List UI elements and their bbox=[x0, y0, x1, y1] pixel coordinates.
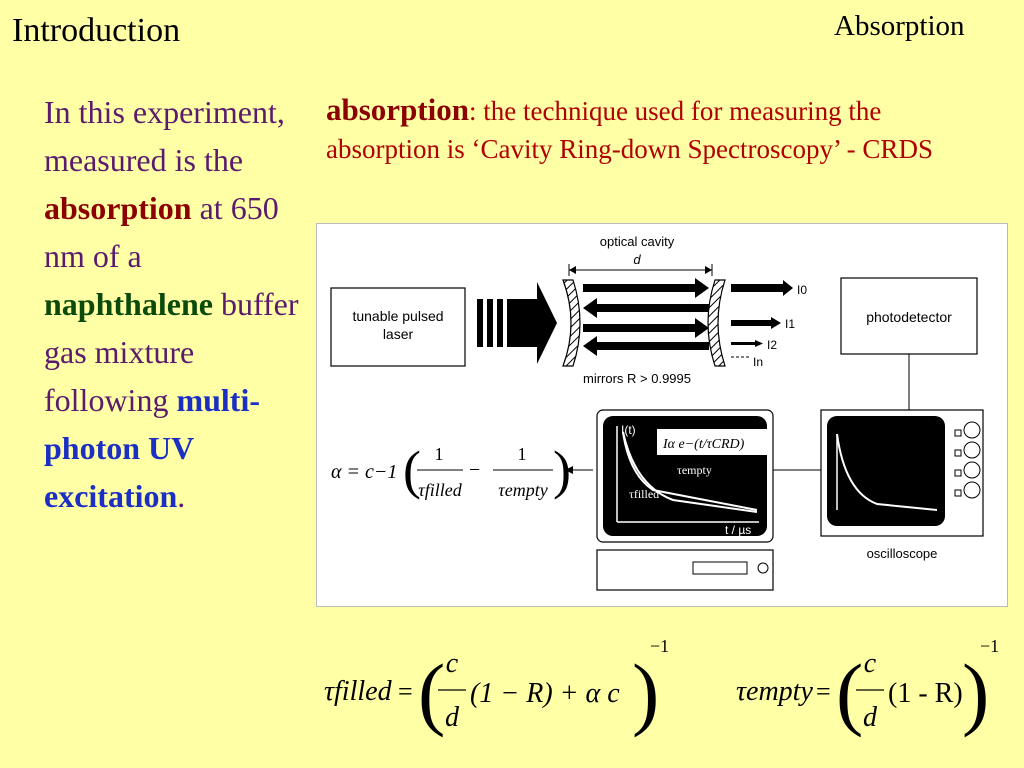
keyword-excitation: multi-photon UV excitation bbox=[44, 382, 260, 514]
section-label: Absorption bbox=[834, 10, 965, 42]
laser-label-1: tunable pulsed bbox=[352, 308, 443, 324]
plot-formula: Iα e−(t/τCRD) bbox=[662, 437, 745, 452]
intensity-I1: I1 bbox=[785, 317, 795, 331]
keyword-naphthalene: naphthalene bbox=[44, 286, 213, 322]
intro-text-3: buffer gas mixture following bbox=[44, 286, 299, 418]
output-beams bbox=[731, 280, 793, 358]
intensity-I0: I0 bbox=[797, 283, 807, 297]
crds-setup-figure: tunable pulsed laser optical cavity d mi… bbox=[316, 223, 1008, 607]
oscilloscope-screen bbox=[827, 416, 945, 526]
cavity-label: optical cavity bbox=[600, 234, 675, 249]
tau-empty-term: (1 - R) bbox=[888, 678, 963, 709]
frac1-denominator: τfilled bbox=[418, 480, 462, 500]
frac1-numerator: 1 bbox=[435, 444, 444, 464]
tau-filled-close-paren: ) bbox=[632, 647, 659, 738]
keyword-absorption-heading: absorption bbox=[326, 92, 469, 127]
oscilloscope-label: oscilloscope bbox=[867, 546, 938, 561]
intro-text-1: In this experiment, measured is the bbox=[44, 94, 285, 178]
crds-description-text: : the technique used for measuring the a… bbox=[326, 96, 933, 165]
left-mirror bbox=[562, 279, 581, 367]
crds-description: absorption: the technique used for measu… bbox=[326, 88, 998, 169]
tau-filled-open-paren: ( bbox=[418, 647, 445, 738]
tau-empty-lhs: τempty bbox=[736, 676, 813, 707]
cavity-length-label: d bbox=[633, 252, 641, 267]
decay-curve-filled bbox=[622, 431, 758, 511]
plot-y-label: I(t) bbox=[621, 423, 636, 437]
mirrors-label: mirrors R > 0.9995 bbox=[583, 371, 691, 386]
laser-box bbox=[330, 287, 466, 367]
intro-paragraph: In this experiment, measured is the abso… bbox=[44, 88, 306, 520]
oscilloscope-trace bbox=[836, 433, 938, 511]
tau-filled-equals: = bbox=[398, 677, 413, 706]
photodetector-label: photodetector bbox=[866, 309, 952, 325]
tau-filled-equation-svg: τfilled = ( c d (1 − R) + α c ) −1 bbox=[324, 636, 669, 738]
plot-x-label: t / µs bbox=[725, 523, 751, 537]
disk-drive bbox=[692, 561, 748, 575]
frac2-numerator: 1 bbox=[518, 444, 527, 464]
tau-filled-label: τfilled bbox=[629, 487, 659, 501]
result-arrow bbox=[565, 466, 593, 474]
tau-empty-numerator: c bbox=[864, 648, 877, 679]
alpha-equation: α = c−1 bbox=[331, 461, 397, 483]
laser-beam-arrow bbox=[477, 282, 557, 364]
intro-text-2: at 650 nm of a bbox=[44, 190, 279, 274]
plot-formula-box bbox=[657, 429, 769, 455]
tau-empty-close-paren: ) bbox=[962, 647, 989, 738]
laser-label-2: laser bbox=[383, 326, 414, 342]
tau-empty-equation-svg: τempty = ( c d (1 - R) ) −1 bbox=[736, 636, 999, 738]
alpha-close-paren: ) bbox=[553, 440, 571, 500]
tau-filled-equation: τfilled = ( c d (1 − R) + α c ) −1 bbox=[322, 636, 682, 756]
frac2-denominator: τempty bbox=[498, 480, 547, 500]
intro-text-4: . bbox=[177, 478, 186, 514]
crds-diagram: tunable pulsed laser optical cavity d mi… bbox=[330, 234, 984, 591]
tau-filled-lhs: τfilled bbox=[324, 676, 393, 707]
tau-empty-equation: τempty = ( c d (1 - R) ) −1 bbox=[734, 636, 1014, 756]
alpha-minus: − bbox=[469, 459, 480, 481]
intensity-In: In bbox=[753, 355, 763, 369]
tau-filled-exponent: −1 bbox=[650, 636, 669, 656]
alpha-open-paren: ( bbox=[403, 440, 421, 500]
tau-filled-denominator: d bbox=[445, 702, 460, 733]
intensity-I2: I2 bbox=[767, 338, 777, 352]
slide-title: Introduction bbox=[12, 12, 181, 49]
power-button bbox=[757, 562, 769, 574]
cavity-length-arrow bbox=[568, 264, 713, 276]
tau-empty-label: τempty bbox=[677, 463, 712, 477]
tau-filled-numerator: c bbox=[446, 648, 459, 679]
right-mirror bbox=[707, 279, 726, 367]
tau-empty-denominator: d bbox=[863, 702, 878, 733]
tau-empty-open-paren: ( bbox=[836, 647, 863, 738]
tau-empty-exponent: −1 bbox=[980, 636, 999, 656]
keyword-absorption: absorption bbox=[44, 190, 192, 226]
photodetector-box bbox=[840, 277, 978, 355]
oscilloscope-knobs bbox=[954, 421, 981, 499]
cavity-beams bbox=[583, 278, 709, 356]
tau-filled-term: (1 − R) + α c bbox=[470, 678, 620, 709]
tau-empty-equals: = bbox=[816, 677, 831, 706]
